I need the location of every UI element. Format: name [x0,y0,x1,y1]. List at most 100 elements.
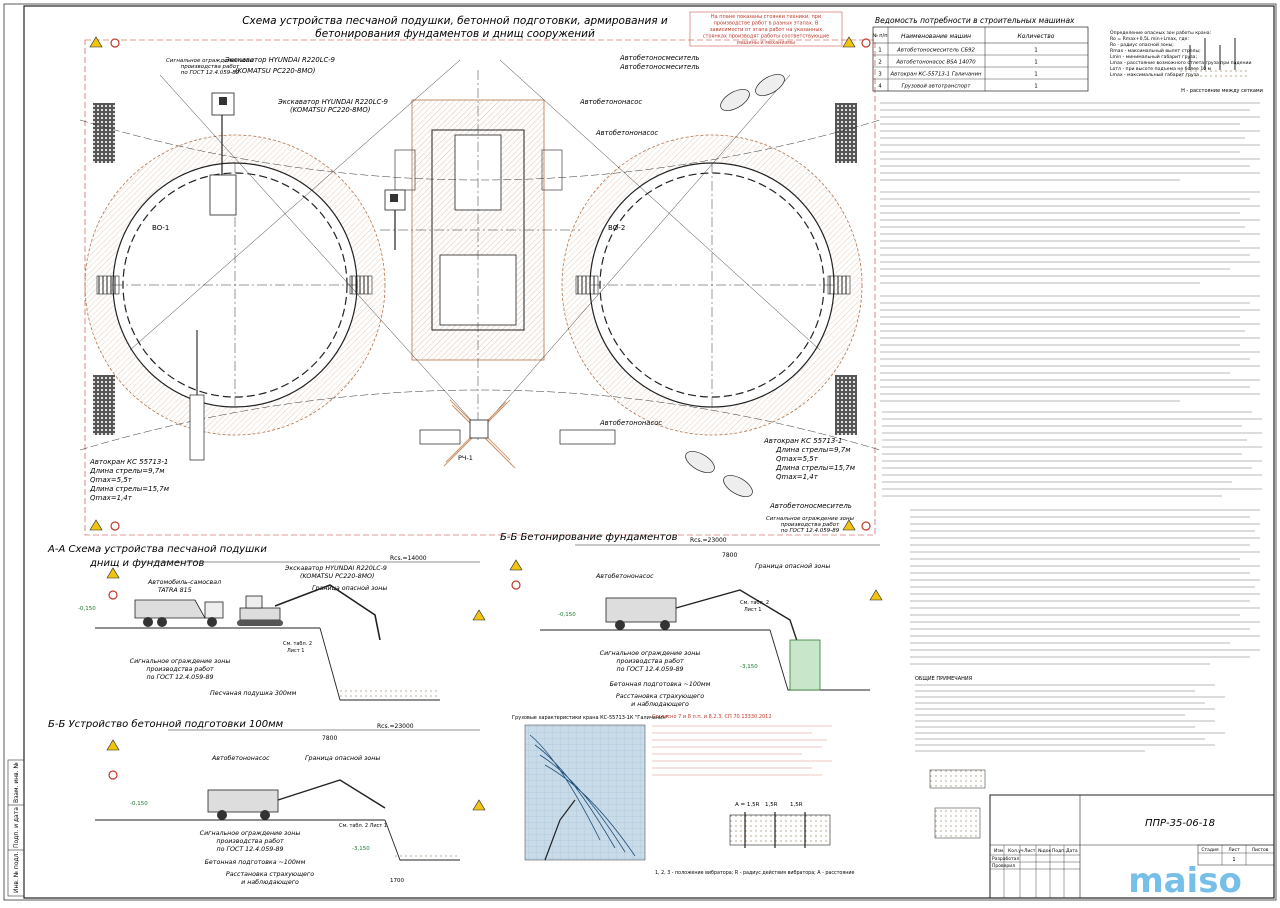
dump-truck-icon [134,599,224,627]
bb1-dim: 7800 [722,552,737,559]
bb1-table-ref-2: Лист 1 [744,607,761,613]
aa-excavator-label: Экскаватор HYUNDAI R220LC-9 [284,565,387,572]
svg-text:Rmax - максимальный вылет стре: Rmax - максимальный вылет стрелы; [1110,47,1201,54]
table-row: 4 Грузовой автотранспорт 1 [878,84,1038,90]
general-notes-title: ОБЩИЕ ПРИМЕЧАНИЯ [915,676,972,682]
svg-text:Lmin - минимальный габарит гру: Lmin - минимальный габарит груза; [1110,53,1197,60]
aa-signal-label-2: производства работ [146,665,214,673]
table-header: № п/п [872,33,887,39]
prohibition-sign-icon [511,580,521,590]
svg-text:Определение опасных зон работы: Определение опасных зон работы крана: [1110,30,1212,36]
side-stamp-replace: Взам. инв. № [13,762,20,803]
mixer-label-top: Автобетоносмеситель [619,54,700,62]
crane-chart-title: Грузовые характеристики крана КС-55713-1… [512,715,668,721]
vibrator-scheme: A = 1,5R 1,5R 1,5R 1, 2, 3 - положение в… [655,802,854,876]
stamp-col: Подп. [1052,848,1066,854]
stamp-stage-header: Стадия [1201,847,1219,853]
svg-text:2: 2 [878,60,882,66]
plan-signal-fence-label-3: по ГОСТ 12.4.059-89 [181,70,240,76]
site-plan: Схема устройства песчаной подушки, бетон… [79,11,881,536]
concrete-pump-icon [207,779,386,820]
red-note-bottom-text: Согласно 7 и 8 п.п. и 8.2.3. СП 70.13330… [652,714,772,720]
mixer-label-top2: Автобетоносмеситель [619,63,700,71]
excavator-label-1: Экскаватор HYUNDAI R220LC-9 [224,56,335,64]
svg-text:На плане показаны стоянки техн: На плане показаны стоянки техники, при [711,14,821,20]
main-title-line1: Схема устройства песчаной подушки, бетон… [242,15,668,27]
vibrator-dim-b: 1,5R [765,802,778,808]
bb2-signal-label-2: производства работ [216,837,284,845]
pump-label-mid: Автобетононасос [595,129,658,137]
bb2-prep-label: Бетонная подготовка ~100мм [205,859,306,866]
excavator-label-2b: (KOMATSU PC220-8MO) [290,106,370,114]
side-stamp: Инв. № подл. Подп. и дата Взам. инв. № [7,759,25,897]
aa-signal-label: Сигнальное ограждение зоны [130,658,231,665]
boom-radius-lines [79,59,881,451]
warning-sign-icon [89,36,120,48]
vibrator-caption: 1, 2, 3 - положение вибратора; R - радиу… [655,869,854,876]
section-aa: А-А Схема устройства песчаной подушки дн… [47,544,486,701]
vibrator-dim-c: 1,5R [790,802,803,808]
section-aa-title-2: днищ и фундаментов [89,558,204,569]
warning-sign-icon [89,519,120,531]
watermark-logo: maiso [1128,861,1242,901]
detail-sketches [929,769,986,839]
mixer-label-bottom: Автобетоносмеситель [769,502,852,510]
concrete-mixer-icon [720,74,785,111]
bb1-level2: -3,150 [740,664,758,670]
red-note-bottom: Согласно 7 и 8 п.п. и 8.2.3. СП 70.13330… [652,714,832,776]
drawing-frame [23,5,1275,899]
table-row: 1 Автобетоносмеситель СБ92 1 [878,48,1038,54]
prohibition-sign-icon [108,590,118,600]
crane-left-q1: Qmax=5,5т [90,476,133,484]
work-procedure-notes [880,102,1262,752]
svg-text:Автобетоносмеситель СБ92: Автобетоносмеситель СБ92 [896,48,975,54]
section-aa-rcs: Rcs.=14000 [390,555,427,562]
bb1-signal-label: Сигнальное ограждение зоны [600,650,701,657]
bb2-pump-label: Автобетононасос [211,754,270,762]
crane-right-q1: Qmax=5,5т [776,455,819,463]
section-bb1-title: Б-Б Бетонирование фундаментов [500,532,678,543]
crane-right-q2: Qmax=1,4т [776,473,819,481]
svg-text:Автобетононасос BSA 14070: Автобетононасос BSA 14070 [895,60,976,66]
aa-signal-label-3: по ГОСТ 12.4.059-89 [146,674,213,681]
aa-table-ref: См. табл. 2 [283,641,312,647]
bb1-table-ref: См. табл. 2 [740,600,769,606]
crane-right-boom2: Длина стрелы=15,7м [775,464,856,472]
bb2-insure-label-2: и наблюдающего [241,878,299,886]
bb2-insure-label: Расстановка страхующего [226,871,314,878]
stamp-col: Изм. [994,848,1005,854]
h-caption: H - расстояние между сетками [1181,88,1263,94]
vibrator-dim-a: A = 1,5R [735,802,760,808]
bb2-level2: -3,150 [352,846,370,852]
bb1-signal-label-2: производства работ [616,657,684,665]
slab-stack-icon [93,375,115,435]
excavator-side-icon [237,584,381,641]
bb1-danger-label: Граница опасной зоны [755,563,830,570]
table-header: Количество [1018,33,1055,40]
bb2-level1: -0,150 [130,801,148,807]
excavator-label-2: Экскаватор HYUNDAI R220LC-9 [277,98,388,106]
aa-danger-label: Граница опасной зоны [312,585,387,592]
stamp-code: ППР-35-06-18 [1145,818,1215,829]
svg-text:стоянках производят работы соо: стоянках производят работы соответствующ… [703,34,829,40]
plan-signal-fence2-label-3: по ГОСТ 12.4.059-89 [781,528,840,534]
aa-table-ref-2: Лист 1 [287,648,304,654]
warning-sign-icon [106,739,120,751]
svg-text:4: 4 [878,84,882,90]
bb2-danger-label: Граница опасной зоны [305,755,380,762]
slab-stack-icon [835,103,857,163]
tank-vo1-label: ВО-1 [152,224,169,232]
bb2-dim: 7800 [322,735,337,742]
crane-icon [189,330,205,461]
machines-table-title: Ведомость потребности в строительных маш… [875,16,1075,25]
stamp-col: Кол.уч [1008,848,1024,854]
crane-left-boom1: Длина стрелы=9,7м [89,467,165,475]
concrete-pump-icon [605,589,801,651]
crane-left-label: Автокран КС 55713-1 [89,458,168,466]
stamp-sheet-value: 1 [1232,857,1235,863]
stamp-sheet-header: Лист [1228,847,1240,853]
section-bb-prep: Б-Б Устройство бетонной подготовки 100мм… [48,718,486,886]
aa-cushion-label: Песчаная подушка 300мм [210,690,297,697]
red-note: На плане показаны стоянки техники, при п… [689,11,843,47]
